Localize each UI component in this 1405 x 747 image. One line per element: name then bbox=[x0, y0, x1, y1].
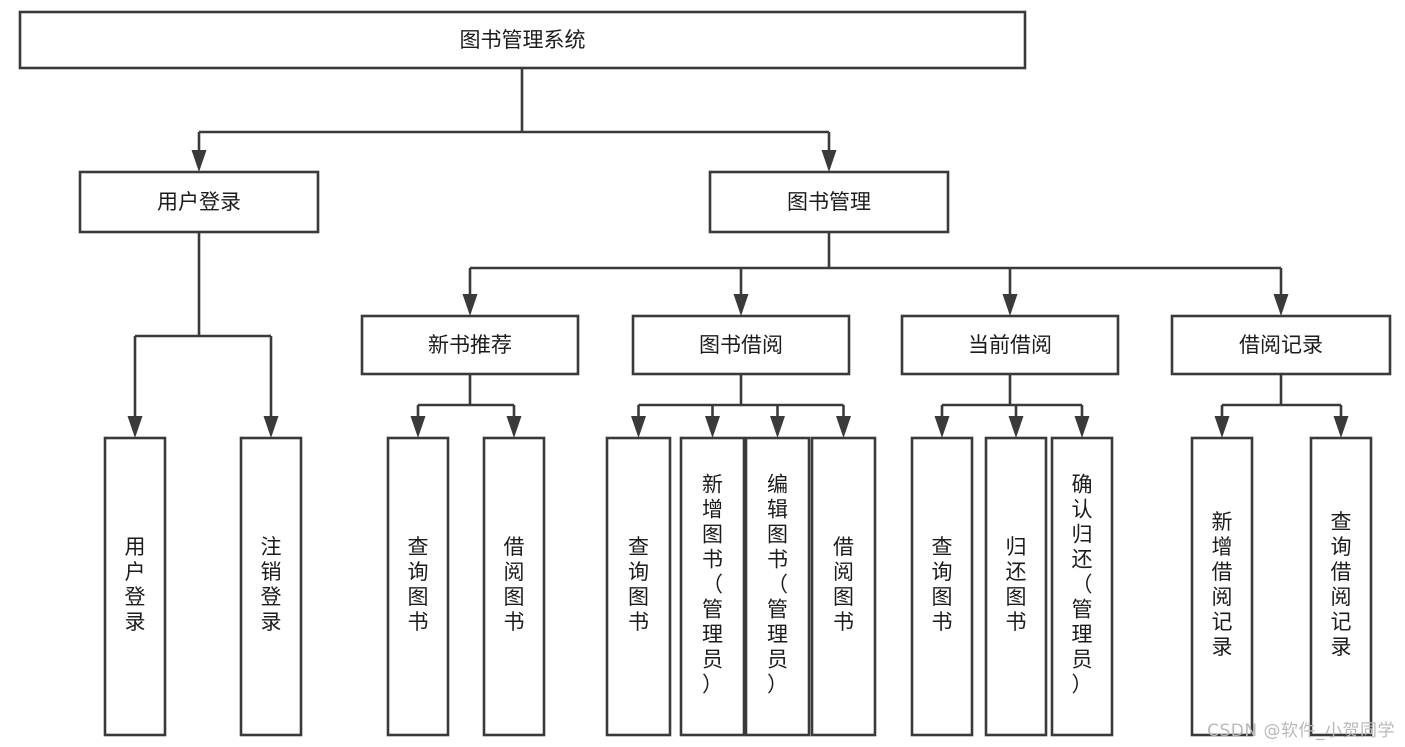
node-leaf-query-borrow-record[interactable]: 查询借阅记录 bbox=[1309, 436, 1373, 737]
node-leaf-query-book-borrow[interactable]: 查询图书 bbox=[605, 436, 672, 737]
node-label: 查询图书 bbox=[628, 535, 649, 634]
connector-layer bbox=[127, 68, 1349, 438]
node-l2-book-manage[interactable]: 图书管理 bbox=[708, 170, 950, 234]
node-label: 新书推荐 bbox=[428, 333, 512, 357]
node-box bbox=[910, 436, 974, 737]
arrow-to-leaf-return-book bbox=[1008, 416, 1024, 438]
arrow-to-l2-book-manage bbox=[821, 150, 837, 172]
node-box bbox=[900, 314, 1120, 376]
node-box bbox=[78, 170, 320, 234]
node-label: 借阅记录 bbox=[1239, 333, 1323, 357]
node-label: 确认归还（管理员） bbox=[1072, 473, 1093, 697]
node-box bbox=[1050, 436, 1114, 737]
arrow-to-l3-current-borrow bbox=[1002, 294, 1018, 316]
node-label: 用户登录 bbox=[157, 190, 241, 214]
node-label: 新增图书（管理员） bbox=[702, 473, 723, 697]
node-layer: 图书管理系统用户登录图书管理新书推荐图书借阅当前借阅借阅记录用户登录注销登录查询… bbox=[18, 10, 1392, 737]
node-box bbox=[679, 436, 746, 737]
node-l3-book-borrow[interactable]: 图书借阅 bbox=[631, 314, 851, 376]
node-box bbox=[1309, 436, 1373, 737]
node-leaf-borrow-book[interactable]: 借阅图书 bbox=[810, 436, 877, 737]
node-label: 图书管理系统 bbox=[460, 28, 586, 52]
node-box bbox=[1190, 436, 1254, 737]
node-box bbox=[482, 436, 546, 737]
node-box bbox=[239, 436, 303, 737]
arrow-to-leaf-borrow-book-rec bbox=[506, 416, 522, 438]
node-label: 图书借阅 bbox=[699, 333, 783, 357]
node-label: 编辑图书（管理员） bbox=[767, 473, 788, 697]
arrow-to-leaf-add-borrow-record bbox=[1214, 416, 1230, 438]
node-leaf-borrow-book-rec[interactable]: 借阅图书 bbox=[482, 436, 546, 737]
arrow-to-leaf-user-login bbox=[127, 416, 143, 438]
node-leaf-add-borrow-record[interactable]: 新增借阅记录 bbox=[1190, 436, 1254, 737]
arrow-to-leaf-query-borrow-record bbox=[1333, 416, 1349, 438]
node-l2-user-login[interactable]: 用户登录 bbox=[78, 170, 320, 234]
arrow-to-leaf-query-book-borrow bbox=[631, 416, 646, 438]
node-label: 新增借阅记录 bbox=[1212, 510, 1233, 659]
node-box bbox=[103, 436, 167, 737]
node-box bbox=[810, 436, 877, 737]
node-box bbox=[605, 436, 672, 737]
node-box bbox=[18, 10, 1027, 70]
arrow-to-leaf-borrow-book bbox=[836, 416, 851, 438]
node-l3-borrow-record[interactable]: 借阅记录 bbox=[1170, 314, 1392, 376]
node-label: 图书管理 bbox=[787, 190, 871, 214]
node-leaf-return-book[interactable]: 归还图书 bbox=[984, 436, 1048, 737]
node-label: 借阅图书 bbox=[833, 535, 854, 634]
node-label: 当前借阅 bbox=[968, 333, 1052, 357]
node-leaf-add-book-admin[interactable]: 新增图书（管理员） bbox=[679, 436, 746, 737]
arrow-to-leaf-query-book-current bbox=[934, 416, 950, 438]
node-l3-new-book-rec[interactable]: 新书推荐 bbox=[360, 314, 580, 376]
arrow-to-leaf-logout bbox=[263, 416, 279, 438]
csdn-watermark: CSDN @软件_小贺同学 bbox=[1207, 721, 1395, 741]
node-box bbox=[1170, 314, 1392, 376]
node-leaf-confirm-return-admin[interactable]: 确认归还（管理员） bbox=[1050, 436, 1114, 737]
node-box bbox=[360, 314, 580, 376]
node-label: 用户登录 bbox=[125, 535, 146, 634]
node-leaf-query-book-current[interactable]: 查询图书 bbox=[910, 436, 974, 737]
node-l3-current-borrow[interactable]: 当前借阅 bbox=[900, 314, 1120, 376]
arrow-to-l2-user-login bbox=[191, 150, 207, 172]
node-leaf-edit-book-admin[interactable]: 编辑图书（管理员） bbox=[744, 436, 811, 737]
arrow-to-leaf-query-book-rec bbox=[410, 416, 426, 438]
node-box bbox=[984, 436, 1048, 737]
arrow-to-leaf-edit-book-admin bbox=[770, 416, 785, 438]
node-label: 查询图书 bbox=[408, 535, 429, 634]
node-box bbox=[744, 436, 811, 737]
node-label: 查询图书 bbox=[932, 535, 953, 634]
arrow-to-leaf-add-book-admin bbox=[705, 416, 720, 438]
arrow-to-l3-book-borrow bbox=[733, 294, 749, 316]
node-box bbox=[708, 170, 950, 234]
arrow-to-l3-new-book-rec bbox=[462, 294, 478, 316]
node-leaf-user-login[interactable]: 用户登录 bbox=[103, 436, 167, 737]
node-label: 查询借阅记录 bbox=[1331, 510, 1352, 659]
node-label: 归还图书 bbox=[1006, 535, 1027, 634]
arrow-to-l3-borrow-record bbox=[1273, 294, 1289, 316]
node-box bbox=[631, 314, 851, 376]
node-label: 借阅图书 bbox=[504, 535, 525, 634]
node-root[interactable]: 图书管理系统 bbox=[18, 10, 1027, 70]
node-box bbox=[386, 436, 450, 737]
node-leaf-query-book-rec[interactable]: 查询图书 bbox=[386, 436, 450, 737]
node-leaf-logout[interactable]: 注销登录 bbox=[239, 436, 303, 737]
arrow-to-leaf-confirm-return-admin bbox=[1074, 416, 1090, 438]
node-label: 注销登录 bbox=[261, 535, 282, 634]
